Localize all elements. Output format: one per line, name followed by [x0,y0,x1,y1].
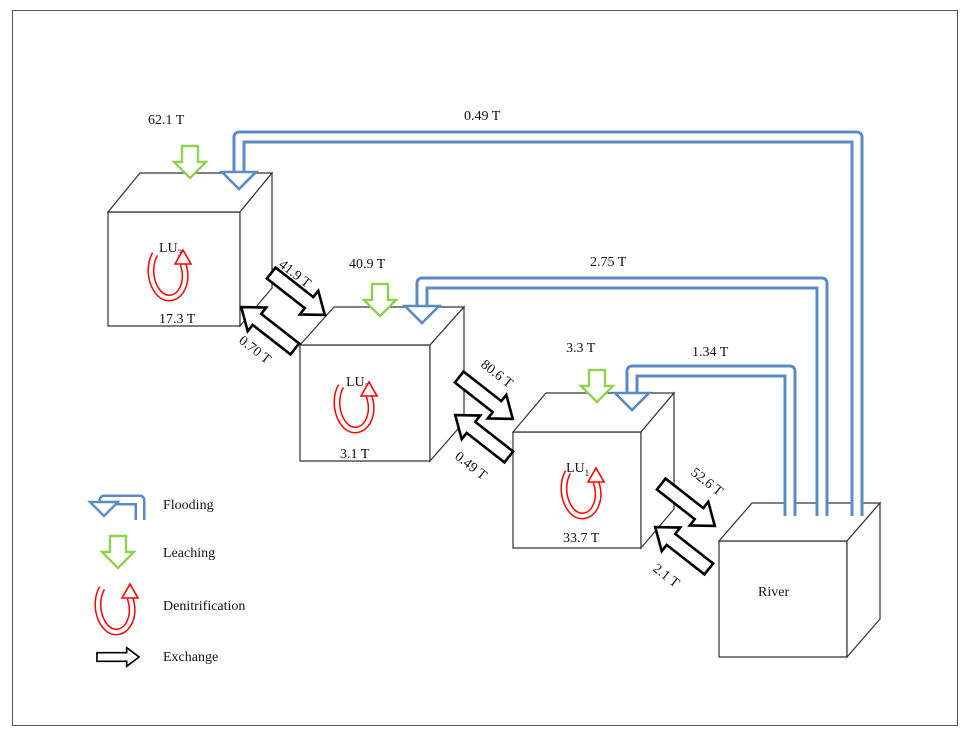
legend-leaching-icon [100,534,136,570]
lu1-box [511,391,676,550]
legend-flooding-icon [87,494,146,520]
legend-exchange-label: Exchange [163,650,218,665]
figure-frame [12,10,958,726]
flooding-pipe-lu1 [611,364,797,516]
exchange-value-lu1-to-lu2: 0.49 T [452,449,490,483]
exchange-value-river-to-lu1: 2.1 T [650,561,683,591]
lu2-denitrification-value: 3.1 T [340,447,370,462]
river-label: River [758,585,789,600]
exchange-value-lu1-to-river: 52.6 T [688,465,726,499]
legend-flooding-label: Flooding [163,498,214,513]
flooding-value-lu2: 2.75 T [590,255,627,270]
legend-exchange-icon [96,646,140,668]
legend-denitrification-label: Denitrification [163,599,245,614]
lu3-leaching-value: 62.1 T [148,113,185,128]
lu3-label: LU3 [159,241,183,258]
lu1-leaching-value: 3.3 T [566,341,596,356]
lu2-leaching-value: 40.9 T [349,257,386,272]
legend-leaching-label: Leaching [163,546,215,561]
flooding-value-lu1: 1.34 T [692,345,729,360]
lu2-box [298,305,466,463]
flooding-pipe-lu3 [218,130,864,516]
lu3-denitrification-value: 17.3 T [159,312,196,327]
legend-denitrification-icon [98,584,138,632]
river-box [717,501,882,659]
legend: Flooding Leaching Denitrification Exchan… [87,494,245,668]
lu1-label: LU1 [566,461,589,478]
lu3-box [106,171,274,328]
flooding-pipe-lu2 [401,276,829,516]
flooding-value-lu3: 0.49 T [464,109,501,124]
lu1-denitrification-value: 33.7 T [563,531,600,546]
